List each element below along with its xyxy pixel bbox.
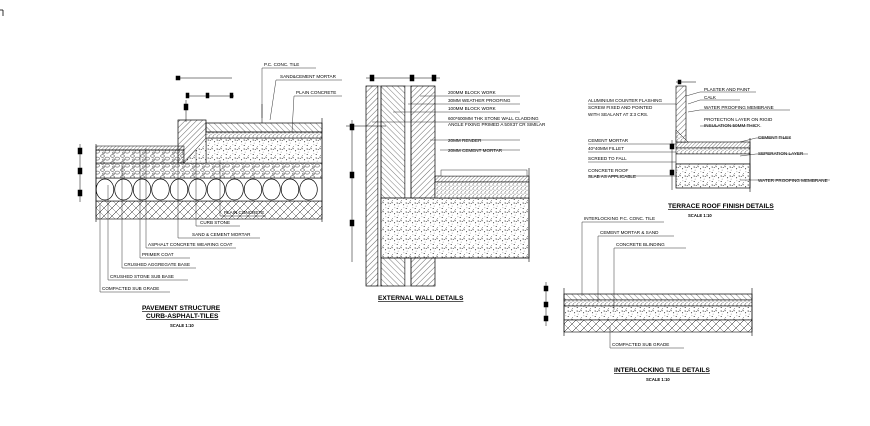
sub-base-stone [243, 178, 263, 201]
wall-leaders [372, 95, 540, 151]
interlocking-tile-detail: INTERLOCKING P.C. CONC. TILE CEMENT MORT… [543, 216, 753, 382]
pavement-scale: SCALE 1:10 [170, 323, 194, 328]
terrace-label-sealant: WITH SEALANT AT 3:3 CRS. [588, 112, 648, 117]
terrace-label-screw: SCREW FIXED AND POINTED [588, 105, 653, 110]
terrace-label-screed: SCREED TO FALL [588, 156, 627, 161]
sub-base-stone [151, 178, 170, 201]
pavement-label-asphalt: ASPHALT CONCRETE WEARING COAT [148, 242, 233, 247]
pavement-leaders-top [261, 67, 342, 133]
terrace-separation [675, 153, 751, 165]
terrace-scale: SCALE 1:10 [688, 213, 712, 218]
terrace-label-cement-mortar: CEMENT MORTAR [588, 138, 629, 143]
pavement-leaders-bottom [99, 148, 266, 293]
terrace-label-waterproofing-top: WATER PROOFING MEMBRANE [704, 105, 774, 110]
interlock-label-sub-grade: COMPACTED SUB GRADE [612, 342, 669, 347]
wall-label-block-200: 200MM BLOCK WORK [448, 90, 497, 95]
terrace-label-calk: CALK [704, 95, 717, 100]
wall-concrete-slab [380, 197, 530, 259]
sub-base-stone [299, 178, 318, 201]
terrace-label-slab: CONCRETE ROOF [588, 168, 629, 173]
interlock-scale: SCALE 1:10 [646, 377, 670, 382]
sub-base-stone [188, 178, 207, 201]
terrace-dimension [669, 79, 696, 190]
pavement-label-primer: PRIMER COAT [142, 252, 174, 257]
terrace-fillet [675, 129, 689, 143]
pavement-label-aggregate: CRUSHED AGGREGATE BASE [124, 262, 190, 267]
pavement-dimension-left [77, 144, 83, 202]
sub-base-stone [280, 178, 300, 201]
sub-base-stone [225, 178, 244, 201]
terrace-insulation [675, 147, 751, 155]
pavement-curb-haunch [183, 137, 207, 164]
interlock-label-tile: INTERLOCKING P.C. CONC. TILE [584, 216, 655, 221]
pavement-label-tile: P.C. CONC. TILE [264, 62, 299, 67]
terrace-label-separation: SEPERATION LAYER [758, 151, 804, 156]
pavement-title-line1: PAVEMENT STRUCTURE [142, 305, 221, 312]
external-wall-detail: 200MM BLOCK WORK 30MM WEATHER PROOFING 1… [346, 74, 546, 302]
pavement-label-sub-base: CRUSHED STONE SUB BASE [110, 274, 174, 279]
wall-screed [434, 181, 530, 199]
pavement-title-line2: CURB-ASPHALT-TILES [146, 313, 219, 320]
wall-title: EXTERNAL WALL DETAILS [378, 295, 464, 302]
pavement-wearing-coat [95, 145, 185, 151]
sub-base-stone [132, 178, 152, 201]
pavement-aggregate-base [95, 162, 323, 179]
interlock-mortar-layer [563, 299, 753, 307]
terrace-label-waterproofing-bottom: WATER PROOFING MEMBRANE [758, 178, 828, 183]
wall-stone-cladding [365, 85, 379, 287]
pavement-label-sub-grade: COMPACTED SUB GRADE [102, 286, 159, 291]
pavement-label-mortar-top: SAND&CEMENT MORTAR [280, 74, 337, 79]
terrace-label-protection: PROTECTION LAYER ON RIGID [704, 117, 773, 122]
terrace-label-fillet: 40*40MM FILLET [588, 146, 624, 151]
interlock-leaders [581, 221, 686, 349]
terrace-leaders [588, 91, 830, 181]
wall-label-render: 20MM RENDER [448, 138, 482, 143]
wall-floor-tile [434, 175, 530, 183]
sub-base-stone [262, 178, 281, 201]
terrace-label-insulation: INSULATION 50MM THICK. [704, 123, 762, 128]
pavement-plain-concrete [205, 137, 323, 164]
pavement-concrete-tiles [205, 122, 323, 133]
pavement-label-curb-stone: CURB STONE [200, 220, 230, 225]
pavement-sub-base-stones [95, 178, 318, 201]
interlock-dimension [543, 282, 549, 326]
terrace-label-slab-applicable: SLAB AS APPLICABLE [588, 174, 636, 179]
pavement-label-concrete-top: PLAIN CONCRETE [296, 90, 336, 95]
terrace-cement-tiles [675, 141, 751, 149]
wall-dimension [346, 74, 440, 262]
wall-label-angle-fixing: ANGLE FIXING PRIMED A 50X37 CR SIMILAR [448, 122, 546, 127]
pavement-sub-base [95, 177, 323, 202]
terrace-label-flashing: ALUMINIUM COUNTER FLASHING [588, 98, 662, 103]
wall-label-block-100: 100MM BLOCK WORK [448, 106, 497, 111]
interlock-title: INTERLOCKING TILE DETAILS [614, 367, 710, 374]
sub-base-stone [206, 178, 226, 201]
pavement-label-sand-mortar: SAND & CEMENT MORTAR [192, 232, 251, 237]
pavement-sub-grade [95, 200, 323, 220]
interlock-tile-layer [563, 293, 753, 301]
terrace-title: TERRACE ROOF FINISH DETAILS [668, 203, 774, 210]
pavement-structure-detail: P.C. CONC. TILE SAND&CEMENT MORTAR PLAIN… [77, 62, 342, 328]
sub-base-stone [114, 178, 133, 201]
pavement-label-plain-concrete: PLAIN CONCRETE [224, 210, 264, 215]
pavement-dimension-top [175, 75, 263, 123]
interlock-blinding [563, 305, 753, 321]
wall-label-cement-mortar: 20MM CEMENT MORTAR [448, 148, 503, 153]
sub-base-stone [169, 178, 189, 201]
pavement-mortar-bed [205, 131, 323, 139]
terrace-roof-slab [675, 163, 751, 189]
wall-label-weather-proofing: 30MM WEATHER PROOFING [448, 98, 511, 103]
terrace-label-plaster: PLASTER AND PAINT [704, 87, 750, 92]
terrace-label-cement-tiles: CEMENT TILES [758, 135, 791, 140]
interlock-sub-grade [563, 319, 753, 333]
sheet-corner-mark [0, 9, 4, 16]
wall-label-cladding: 600*600MM THK STONE WALL CLADDING [448, 116, 539, 121]
interlock-label-blinding: CONCRETE BLINDING [616, 242, 665, 247]
terrace-roof-detail: PLASTER AND PAINT CALK WATER PROOFING ME… [588, 79, 830, 218]
interlock-label-mortar: CEMENT MORTAR & SAND [600, 230, 659, 235]
